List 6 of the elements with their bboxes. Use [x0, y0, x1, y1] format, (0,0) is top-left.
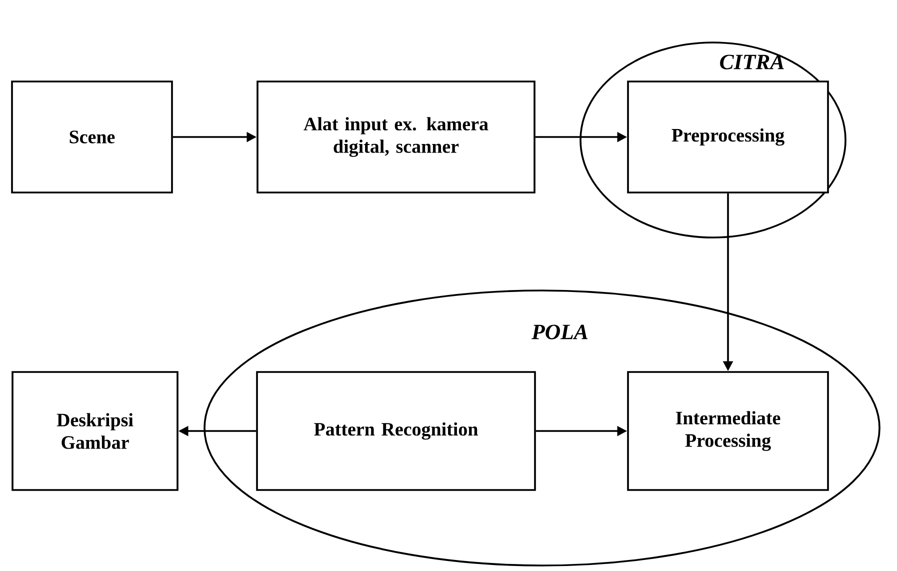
process-box: Pattern Recognition: [256, 371, 536, 491]
process-box: Alat input ex. kamera digital, scanner: [256, 80, 536, 194]
process-box: Scene: [11, 80, 173, 194]
process-box: Preprocessing: [627, 80, 829, 194]
process-box: Deskripsi Gambar: [12, 371, 178, 491]
process-box: Intermediate Processing: [627, 371, 829, 491]
